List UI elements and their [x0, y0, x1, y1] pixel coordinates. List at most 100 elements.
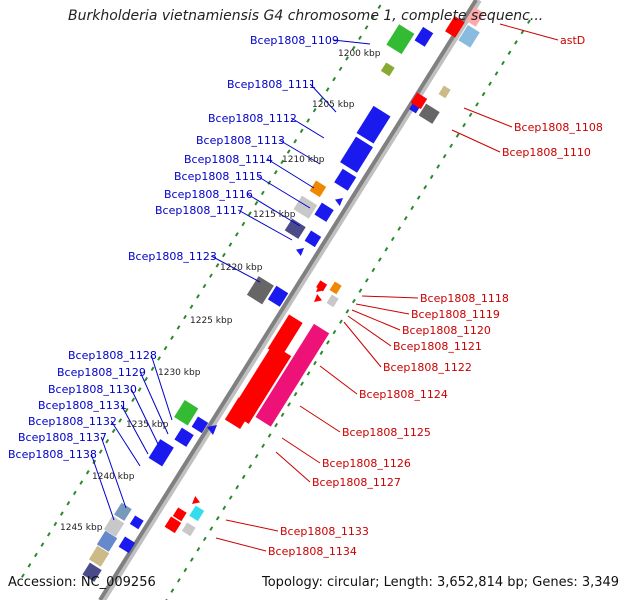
forward-gene-leader [237, 209, 293, 241]
ruler-dot-inner [468, 112, 473, 118]
reverse-gene-arrow [170, 522, 178, 530]
ruler-tick-label: 1210 kbp [282, 155, 325, 165]
ruler-dot-outer [215, 263, 220, 268]
forward-gene-block-11 [304, 230, 322, 248]
map-title: Burkholderia vietnamiensis G4 chromosome… [68, 8, 544, 24]
ruler-dot-outer [371, 14, 375, 20]
ruler-dot-outer [209, 273, 213, 278]
forward-gene-block-18 [114, 502, 132, 521]
forward-gene-leader [150, 354, 173, 421]
ruler-dot-inner [449, 143, 454, 149]
forward-gene-block-9 [314, 202, 334, 222]
ruler-dot-inner [403, 216, 408, 221]
forward-gene-leader [266, 158, 315, 189]
ruler-dot-inner [416, 195, 421, 200]
ruler-dot-outer [40, 542, 45, 547]
forward-gene-label: Bcep1808_1128 [68, 349, 157, 362]
ruler-dot-outer [196, 294, 200, 299]
ruler-dot-outer [345, 56, 349, 61]
reverse-gene-block-0 [445, 16, 465, 38]
forward-gene-block-0 [386, 24, 415, 55]
forward-gene-label: Bcep1808_1111 [227, 78, 316, 91]
ruler-dot-outer [72, 490, 77, 496]
ruler-dot-outer [131, 397, 136, 403]
forward-gene-block-14 [174, 400, 199, 426]
ruler-dot-outer [202, 283, 207, 289]
ruler-dot-outer [189, 304, 194, 309]
ruler-dot-inner [326, 340, 330, 345]
forward-gene-block-21 [88, 545, 110, 567]
ruler-dot-inner [228, 495, 233, 500]
ruler-dot-inner [300, 381, 304, 386]
ruler-dot-outer [293, 138, 298, 144]
topology-summary: Topology: circular; Length: 3,652,814 bp… [262, 575, 619, 590]
forward-gene-label: Bcep1808_1114 [184, 153, 273, 166]
ruler-dot-outer [124, 407, 129, 413]
reverse-gene-label: Bcep1808_1134 [268, 545, 357, 558]
reverse-gene-label: astD [560, 34, 585, 47]
ruler-dot-inner [364, 278, 369, 283]
forward-gene-label: Bcep1808_1131 [38, 399, 127, 412]
ruler-dot-outer [79, 480, 84, 485]
ruler-dot-outer [338, 66, 343, 72]
reverse-gene-block-3 [410, 92, 428, 110]
forward-gene-label: Bcep1808_1132 [28, 415, 117, 428]
ruler-dot-inner [462, 122, 467, 128]
ruler-dot-inner [241, 474, 246, 480]
ruler-dot-inner [280, 412, 285, 418]
ruler-dot-inner [377, 257, 382, 262]
reverse-gene-label: Bcep1808_1122 [383, 361, 472, 374]
reverse-gene-leader [347, 315, 392, 347]
ruler-dot-outer [163, 345, 168, 351]
ruler-dot-outer [33, 552, 38, 558]
forward-gene-label: Bcep1808_1123 [128, 250, 217, 263]
ruler-dot-outer [267, 180, 272, 185]
forward-gene-leader [333, 39, 371, 45]
ruler-dot-outer [221, 252, 226, 258]
ruler-dot-outer [98, 449, 103, 454]
forward-gene-block-2 [380, 62, 395, 77]
reverse-gene-label: Bcep1808_1120 [402, 324, 491, 337]
forward-gene-leader [100, 436, 127, 509]
ruler-dot-outer [332, 76, 337, 82]
ruler-dot-inner [274, 422, 279, 428]
forward-gene-block-6 [334, 168, 357, 191]
ruler-dot-inner [287, 402, 291, 407]
ruler-dot-inner [196, 547, 201, 552]
reverse-gene-block-12 [224, 397, 254, 430]
ruler-dot-inner [527, 19, 531, 24]
ruler-dot-inner [332, 329, 337, 335]
reverse-gene-leader [499, 23, 559, 41]
reverse-gene-leader [451, 129, 501, 153]
forward-gene-block-8 [293, 195, 318, 219]
forward-gene-label: Bcep1808_1112 [208, 112, 297, 125]
ruler-dot-inner [306, 371, 311, 376]
forward-gene-leader [120, 404, 149, 455]
ruler-dot-outer [53, 521, 58, 527]
reverse-gene-arrow [314, 294, 322, 302]
reverse-gene-label: Bcep1808_1118 [420, 292, 509, 305]
ruler-dot-outer [247, 211, 252, 216]
ruler-dot-inner [507, 50, 512, 55]
ruler-dot-inner [358, 288, 363, 293]
ruler-dot-inner [397, 226, 402, 231]
reverse-gene-block-5 [418, 103, 440, 124]
reverse-gene-block-8 [326, 294, 339, 308]
ruler-tick-label: 1215 kbp [253, 210, 296, 220]
ruler-dot-inner [494, 71, 499, 76]
ruler-dot-outer [358, 35, 362, 40]
gene-features [82, 6, 485, 582]
ruler-dot-outer [364, 25, 369, 30]
forward-gene-leader [210, 255, 261, 283]
label-leaders [90, 23, 559, 552]
ruler-dot-outer [183, 314, 187, 320]
ruler-dot-inner [429, 174, 434, 180]
ruler-dot-inner [313, 360, 317, 366]
reverse-gene-leader [225, 519, 279, 532]
reverse-gene-block-4 [438, 85, 451, 99]
ruler-dot-inner [222, 505, 227, 511]
forward-gene-leader [246, 193, 301, 227]
forward-gene-arrow [335, 198, 343, 206]
ruler-dot-inner [410, 205, 415, 211]
